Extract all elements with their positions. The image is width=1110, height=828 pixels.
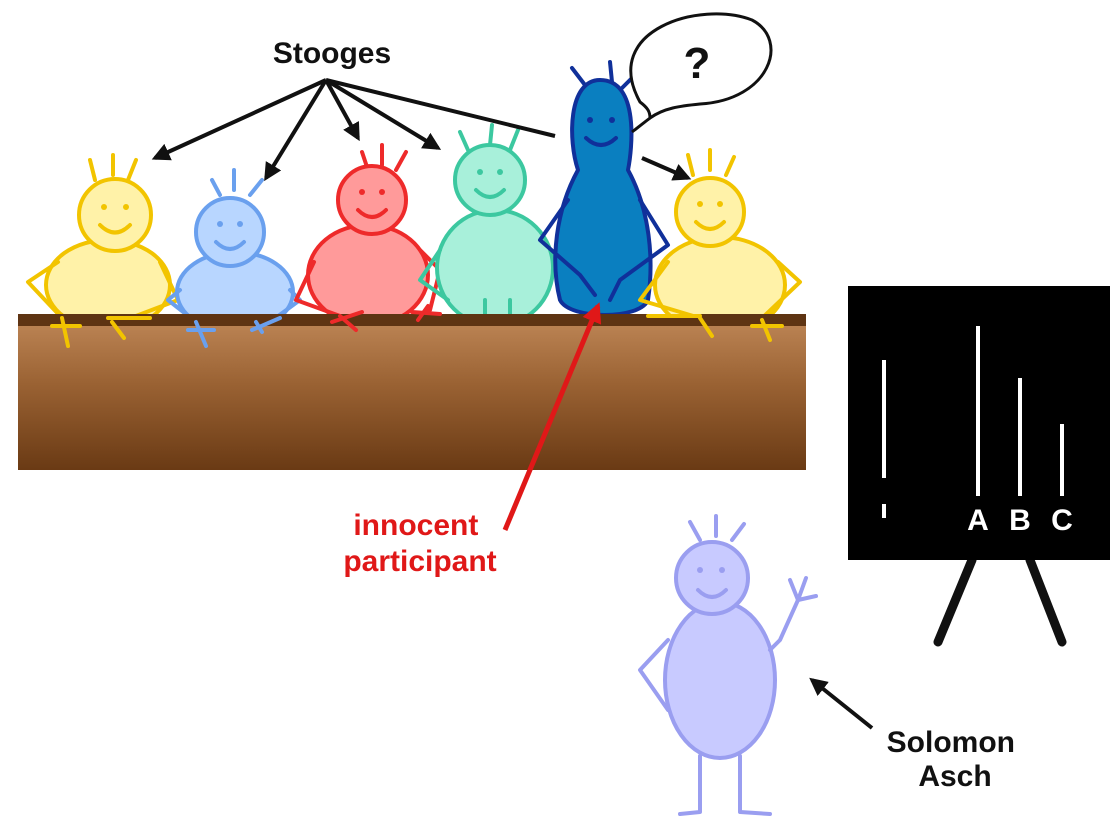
stimulus-card: A B C [848, 286, 1110, 560]
stooges-label: Stooges [273, 37, 391, 70]
stooge-teal [420, 125, 553, 330]
label-c: C [1051, 504, 1073, 537]
asch-label-line2: Asch [918, 760, 991, 793]
stooge-yellow-1 [28, 155, 178, 340]
participant-label-line2: participant [343, 545, 496, 578]
stooge-yellow-2 [640, 150, 800, 340]
easel [938, 560, 1062, 642]
stooge-red [296, 145, 440, 330]
label-b: B [1009, 504, 1031, 537]
asch-arrow [812, 680, 872, 728]
question-mark: ? [684, 39, 711, 88]
table [18, 314, 806, 470]
solomon-asch-figure [640, 516, 816, 814]
participant-label-line1: innocent [353, 509, 478, 542]
asch-label: Solomon Asch [887, 726, 1024, 793]
asch-label-line1: Solomon [887, 726, 1015, 759]
participant-label: innocent participant [343, 509, 496, 578]
label-a: A [967, 504, 989, 537]
